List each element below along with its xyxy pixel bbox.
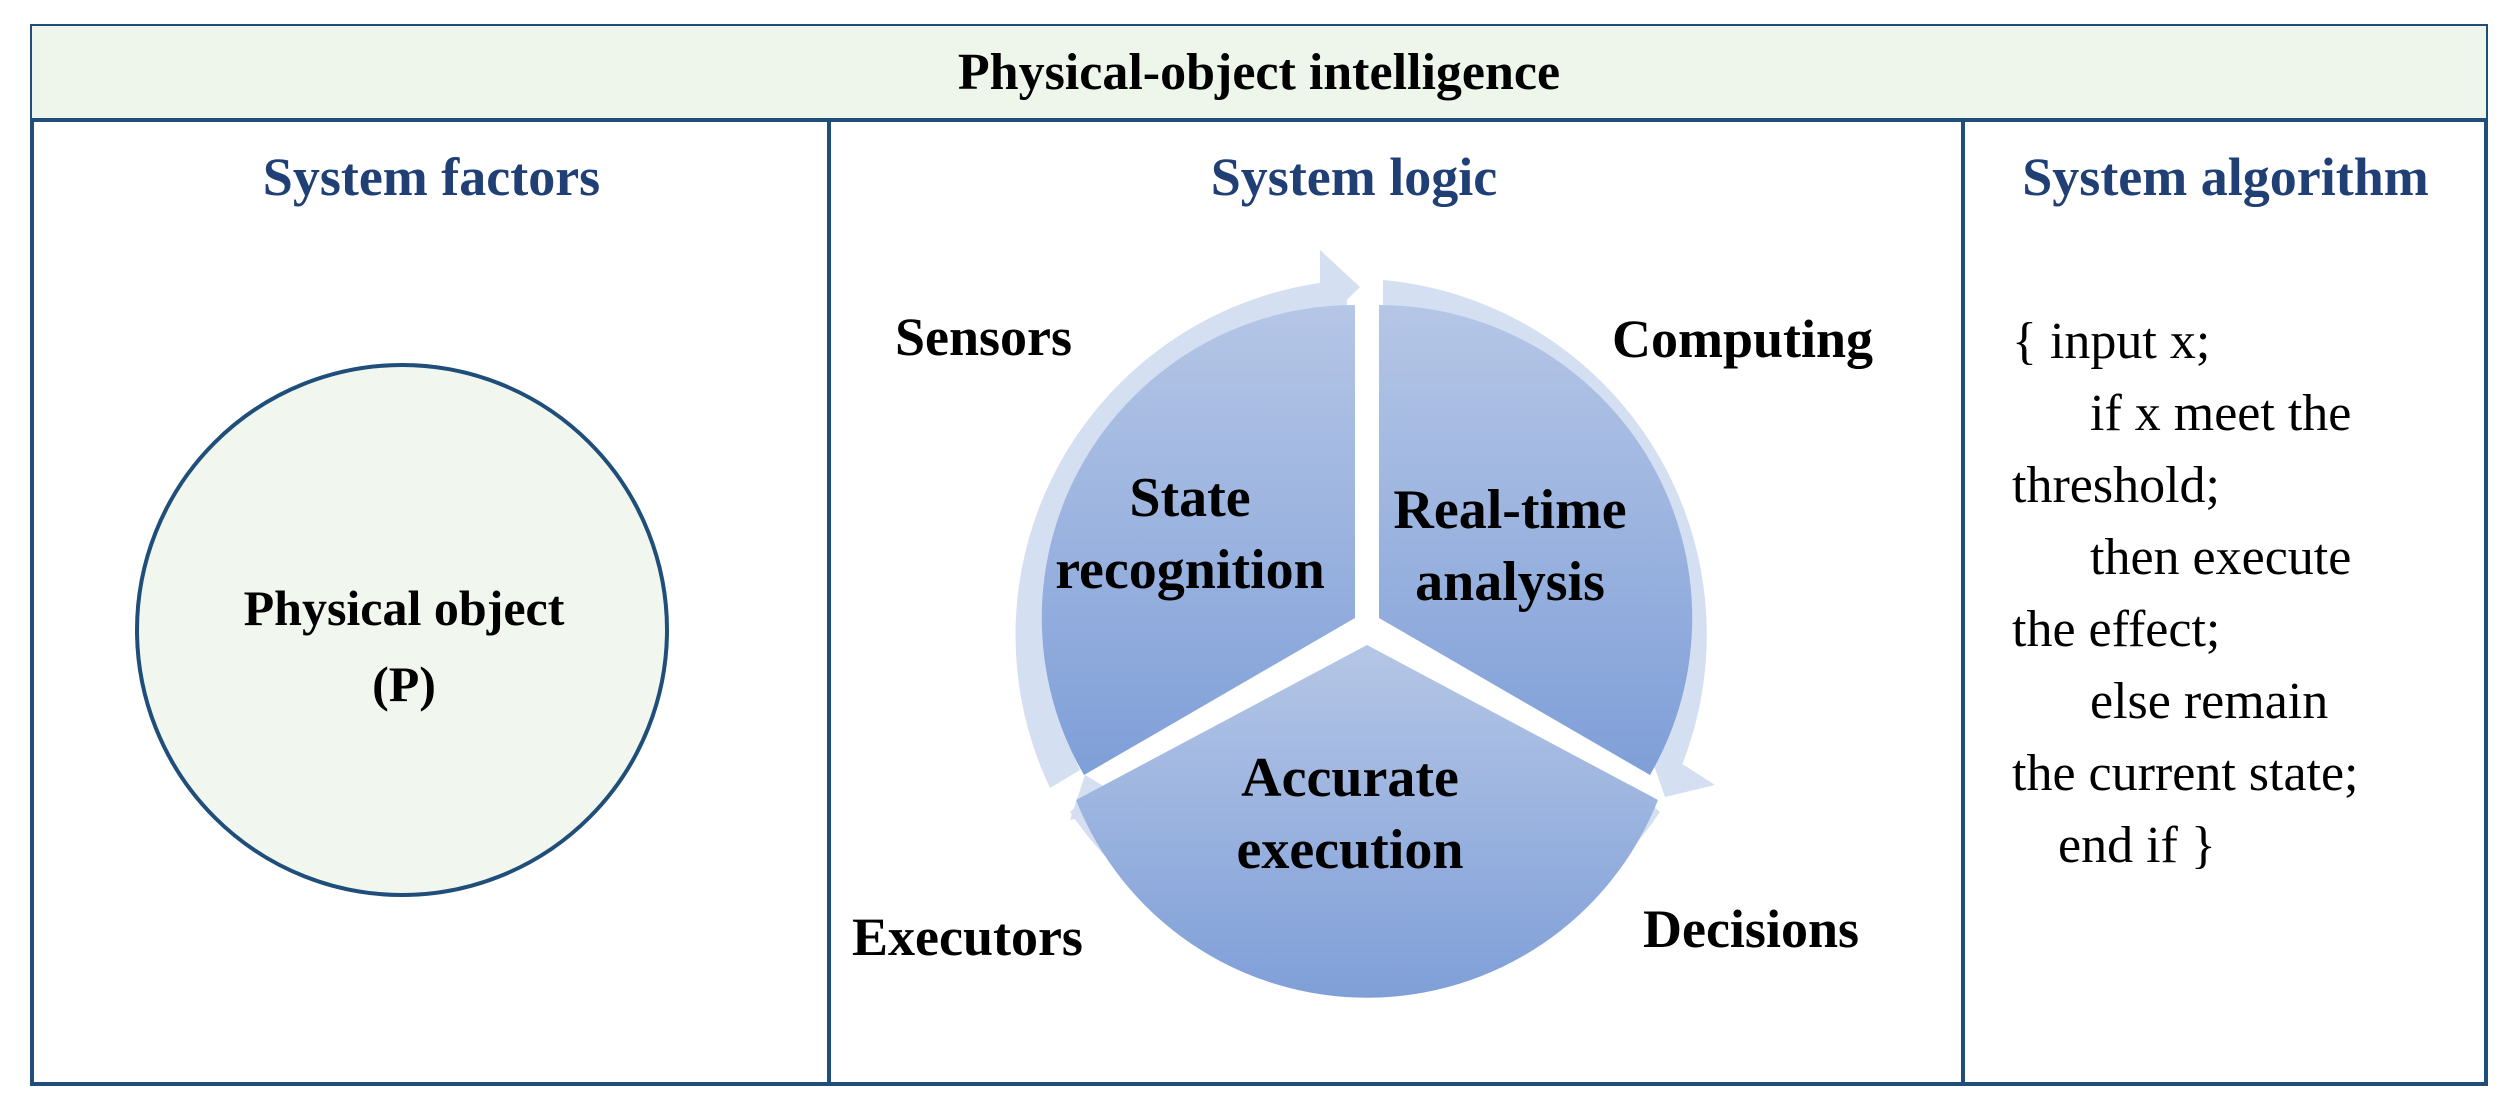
- segment-text-state-recognition: State recognition: [1040, 462, 1340, 606]
- algorithm-line: the effect;: [2012, 601, 2221, 658]
- heading-system-factors: System factors: [262, 147, 601, 207]
- cycle-segments: [1041, 304, 1693, 998]
- segment-state-recognition: [1041, 304, 1355, 775]
- state-recognition-line1: State: [1129, 467, 1251, 529]
- segment-text-accurate-execution: Accurate execution: [1215, 742, 1485, 886]
- label-sensors: Sensors: [895, 307, 1073, 367]
- physical-object-symbol: (P): [372, 656, 436, 712]
- real-time-analysis-line2: analysis: [1415, 551, 1605, 613]
- heading-system-logic: System logic: [1210, 147, 1498, 207]
- title-bar: Physical-object intelligence: [32, 26, 2486, 122]
- segment-accurate-execution: [1076, 645, 1658, 998]
- accurate-execution-line2: execution: [1236, 819, 1464, 881]
- algorithm-line: { input x;: [2012, 313, 2211, 370]
- algorithm-line: else remain: [2090, 673, 2329, 730]
- segment-real-time-analysis: [1379, 304, 1693, 775]
- heading-system-algorithm: System algorithm: [2022, 147, 2429, 207]
- page-title: Physical-object intelligence: [957, 43, 1561, 101]
- accurate-execution-line1: Accurate: [1241, 747, 1459, 809]
- physical-object-text: Physical object (P): [136, 570, 672, 722]
- algorithm-line: threshold;: [2012, 457, 2220, 514]
- label-decisions: Decisions: [1643, 899, 1859, 959]
- physical-object-label: Physical object: [243, 580, 565, 636]
- algorithm-line: then execute: [2090, 529, 2352, 586]
- label-executors: Executors: [852, 907, 1083, 967]
- physical-object-circle: [135, 363, 669, 897]
- state-recognition-line2: recognition: [1055, 539, 1325, 601]
- algorithm-code: { input x; if x meet the threshold; then…: [2012, 306, 2482, 882]
- algorithm-line: the current state;: [2012, 745, 2359, 802]
- algorithm-line: if x meet the: [2090, 385, 2352, 442]
- real-time-analysis-line1: Real-time: [1393, 479, 1627, 541]
- label-computing: Computing: [1612, 309, 1874, 369]
- segment-text-real-time-analysis: Real-time analysis: [1375, 474, 1645, 618]
- algorithm-line: end if }: [2058, 817, 2216, 874]
